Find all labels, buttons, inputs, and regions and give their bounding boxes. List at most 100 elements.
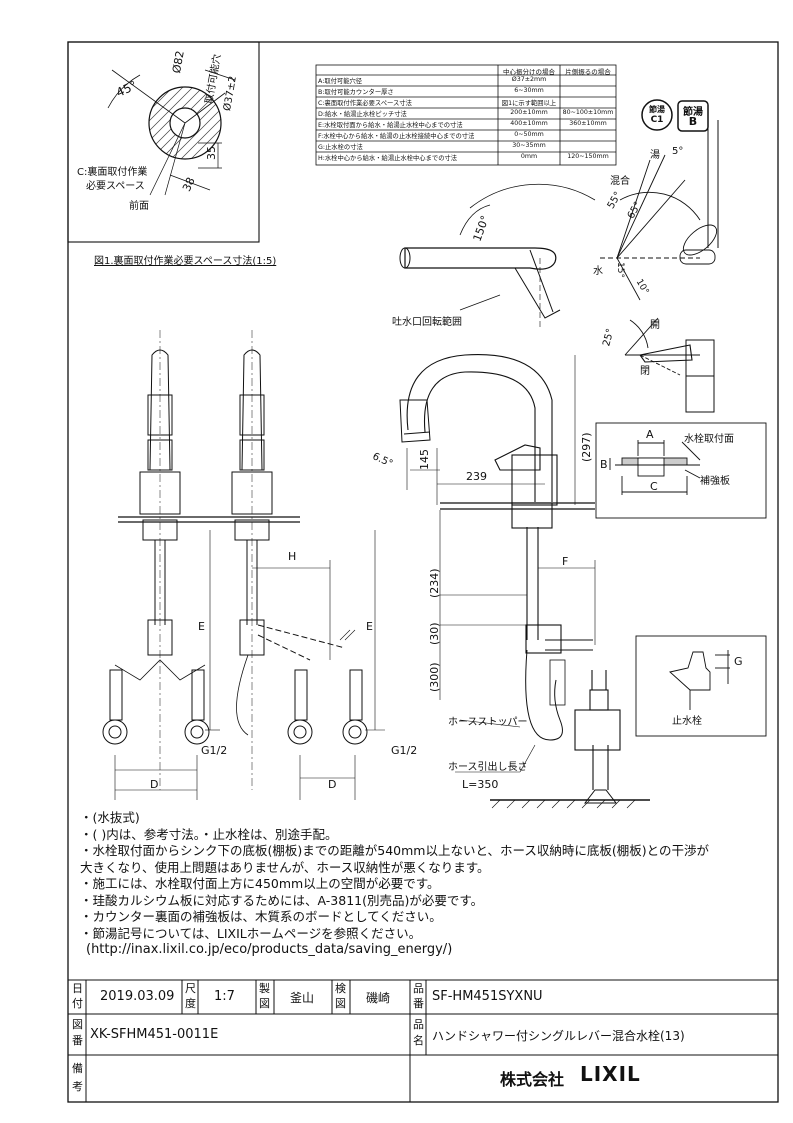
dim-D-left-label: D [150,778,159,791]
dim-35-label: 35 [205,146,218,160]
dim-300-label: (300) [428,662,441,692]
dim-239-label: 239 [466,470,487,483]
lever-mix-label: 混合 [610,176,630,187]
mount-detail [595,422,767,519]
spec-row-value1: 6~30mm [514,87,544,94]
note-line: ・施工には、水栓取付面上方に450mm以上の空間が必要です。 [80,876,440,891]
check-value: 磯崎 [366,991,391,1005]
note-line: ・節湯記号については、LIXILホームページを参照ください。 [80,925,422,941]
faucet-front-views [102,330,385,800]
note-line: ・水栓取付面からシンク下の底板(棚板)までの距離が540mm以上ないと、ホース収… [80,843,709,858]
valve-label: 止水栓 [672,716,702,727]
spout-top-view [399,183,596,330]
spec-row-label: D:給水・給湯止水栓ピッチ寸法 [318,111,407,118]
open-label: 開 [650,320,660,331]
brand-logo: LIXIL [580,1062,641,1086]
mount-C-label: C [650,480,658,493]
lever-15-label: 15° [614,262,625,278]
front-label: 前面 [129,201,149,212]
scale-value: 1:7 [214,989,235,1004]
spec-row-label: H:水栓中心から給水・給湯止水栓中心までの寸法 [318,155,458,162]
sheet-border [67,41,779,1103]
product-no-value: SF-HM451SYXNU [432,989,543,1004]
mount-A-label: A [646,428,654,441]
spec-row-value2: 80~100±10mm [562,109,614,116]
hose-stopper-label: ホースストッパー [448,717,528,728]
lever-open-close-view [624,317,715,413]
spec-row-label: G:止水栓の寸法 [318,144,363,151]
spec-col1-header: 中心振分けの場合 [503,68,555,76]
company-name: 株式会社 [500,1070,565,1089]
dim-145-label: 145 [418,449,431,470]
spec-row-label: E:水栓取付面から給水・給湯止水栓中心までの寸法 [318,122,463,129]
product-name-label: 品名 [413,1018,424,1047]
badge-b-icon [677,100,709,132]
note-line: ・珪酸カルシウム板に対応するためには、A-3811(別売品)が必要です。 [80,892,484,908]
note-line: (http://inax.lixil.co.jp/eco/products_da… [86,942,453,957]
spec-row-value1: 30~35mm [512,142,546,149]
counter-hole-detail [107,69,236,196]
valve-detail [635,635,767,737]
space-label-1: C:裏面取付作業 [77,167,148,178]
dim-30-label: (30) [428,622,441,645]
badge1-top: 節湯 [649,105,665,114]
mount-face-label: 水栓取付面 [684,434,734,445]
note-line: ・( )内は、参考寸法。・止水栓は、別途手配。 [80,826,338,842]
drawing-no-value: XK-SFHM451-0011E [90,1027,219,1042]
dim-234-label: (234) [428,568,441,598]
saving-badges [641,99,709,132]
lever-angle-view [600,120,719,301]
space-label-2: 必要スペース [86,181,145,192]
remarks-label: 備考 [72,1062,83,1093]
scale-label: 尺度 [185,982,196,1010]
spec-row-value1: 200±10mm [510,109,548,116]
dim-E-right-label: E [366,620,373,633]
faucet-side-view [399,353,650,809]
note-line: 大きくなり、使用上問題はありませんが、ホース収納性が悪くなります。 [80,859,490,875]
spec-row-value1: 図1に示す範囲以上 [501,100,557,107]
detail-box-frame [67,41,260,243]
hose-length-label: ホース引出し長さ [448,762,528,773]
badge2-top: 節湯 [683,107,703,118]
drawn-value: 釜山 [290,991,315,1005]
valve-G-label: G [734,655,743,668]
spec-row-label: C:裏面取付作業必要スペース寸法 [318,100,412,107]
spec-row-value1: 400±10mm [510,120,548,127]
spec-row-label: A:取付可能穴径 [318,78,363,85]
spec-row-label: B:取付可能カウンター厚さ [318,89,394,96]
lever-water-label: 水 [593,266,603,277]
mount-B-label: B [600,458,608,471]
spec-table [315,64,617,166]
spec-row-label: F:水栓中心から給水・給湯の止水栓接続中心までの寸法 [318,133,475,140]
dim-D-right-label: D [328,778,337,791]
note-line: ・カウンター裏面の補強板は、木質系のボードとしてください。 [80,909,442,924]
spec-row-value1: 0mm [520,153,538,160]
reinforce-label: 補強板 [700,476,730,487]
dim-E-left-label: E [198,620,205,633]
date-label: 日付 [72,982,83,1010]
hose-length-value: L=350 [462,778,499,791]
g-half-left-label: G1/2 [201,744,228,757]
drawn-label: 製図 [259,982,270,1010]
dim-F-label: F [562,555,569,568]
badge1-bottom: C1 [650,115,664,125]
badge2-bottom: B [688,115,698,128]
dim-297-label: (297) [580,432,593,462]
check-label: 検図 [335,982,346,1010]
figure-caption: 図1.裏面取付作業必要スペース寸法(1:5) [94,256,277,267]
badge-c1-icon [641,99,673,131]
product-name-value: ハンドシャワー付シングルレバー混合水栓(13) [432,1029,685,1043]
product-no-label: 品番 [413,982,424,1010]
spec-row-value1: 0~50mm [514,131,544,138]
lever-hot-angle: 5° [672,146,684,157]
spec-col2-header: 片側振るの場合 [565,68,611,76]
close-label: 閉 [640,366,650,377]
drawing-no-label: 図番 [72,1018,83,1047]
spec-row-value2: 360±10mm [569,120,607,127]
spout-range-label: 吐水口回転範囲 [392,317,462,328]
date-value: 2019.03.09 [100,989,175,1004]
g-half-right-label: G1/2 [391,744,418,757]
spec-row-value1: Ø37±2mm [511,76,547,83]
title-block-grid [68,979,778,1102]
